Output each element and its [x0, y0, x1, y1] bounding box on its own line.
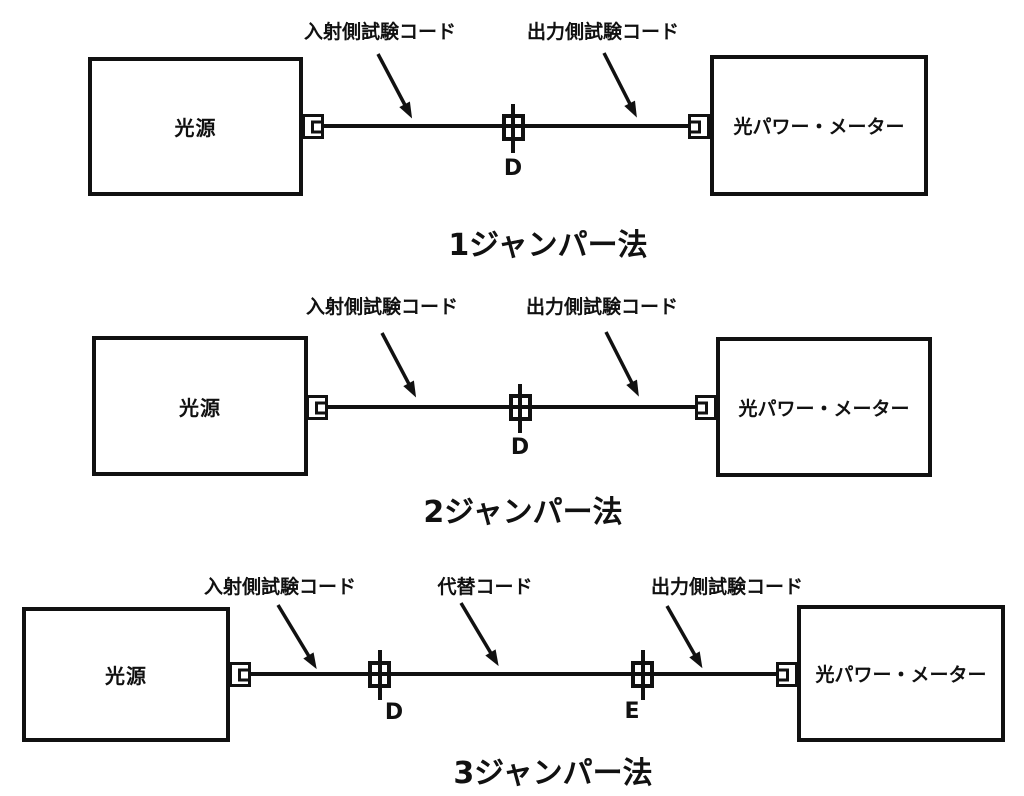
connector-letter: E	[624, 699, 640, 724]
output-cord-label: 出力側試験コード	[526, 21, 680, 43]
light-source-box: 光源	[22, 607, 230, 742]
power-meter-label: 光パワー・メーター	[733, 116, 905, 138]
connector-letter: D	[503, 156, 523, 181]
source-output-port	[302, 114, 324, 139]
port-ferrule-icon	[695, 401, 708, 414]
connector-adapter-icon	[631, 661, 654, 688]
connector-stem-icon	[511, 104, 515, 153]
power-meter-label: 光パワー・メーター	[738, 397, 910, 420]
input-cord-label: 入射側試験コード	[203, 576, 357, 598]
output-cord-label: 出力側試験コード	[650, 576, 804, 598]
substitute-cord-label: 代替コード	[437, 576, 533, 598]
connector-stem-icon	[641, 650, 645, 700]
connector-letter: D	[384, 700, 404, 725]
port-ferrule-icon	[688, 120, 701, 133]
input-cord-label: 入射側試験コード	[305, 296, 459, 318]
port-ferrule-icon	[315, 401, 328, 414]
power-meter-box: 光パワー・メーター	[716, 337, 932, 477]
output-cord-arrow-icon	[602, 52, 637, 118]
connector-letter: D	[510, 435, 530, 460]
fiber-cord-line	[245, 672, 785, 676]
power-meter-box: 光パワー・メーター	[710, 55, 928, 196]
output-cord-arrow-icon	[604, 331, 639, 397]
power-meter-label: 光パワー・メーター	[815, 664, 987, 686]
light-source-label: 光源	[105, 664, 147, 688]
light-source-label: 光源	[179, 395, 221, 420]
method-caption: 2ジャンパー法	[423, 495, 623, 530]
port-ferrule-icon	[311, 120, 324, 133]
connector-adapter-icon	[509, 394, 532, 421]
input-cord-label: 入射側試験コード	[303, 21, 457, 43]
output-cord-label: 出力側試験コード	[525, 296, 679, 318]
meter-input-port	[688, 114, 710, 139]
power-meter-box: 光パワー・メーター	[797, 605, 1005, 742]
output-cord-arrow-icon	[665, 605, 703, 669]
input-cord-arrow-icon	[380, 332, 417, 398]
port-ferrule-icon	[776, 668, 789, 681]
light-source-box: 光源	[88, 57, 303, 196]
source-output-port	[306, 395, 328, 420]
light-source-box: 光源	[92, 336, 308, 476]
connector-adapter-icon	[368, 661, 391, 688]
meter-input-port	[776, 662, 798, 687]
port-ferrule-icon	[238, 668, 251, 681]
connector-adapter-icon	[502, 114, 525, 141]
source-output-port	[229, 662, 251, 687]
input-cord-arrow-icon	[276, 604, 317, 670]
method-caption: 1ジャンパー法	[448, 228, 648, 263]
method-caption: 3ジャンパー法	[453, 756, 653, 791]
input-cord-arrow-icon	[376, 53, 413, 119]
connector-stem-icon	[518, 384, 522, 433]
light-source-label: 光源	[174, 116, 217, 140]
connector-stem-icon	[378, 650, 382, 700]
substitute-cord-arrow-icon	[459, 602, 499, 667]
meter-input-port	[695, 395, 717, 420]
